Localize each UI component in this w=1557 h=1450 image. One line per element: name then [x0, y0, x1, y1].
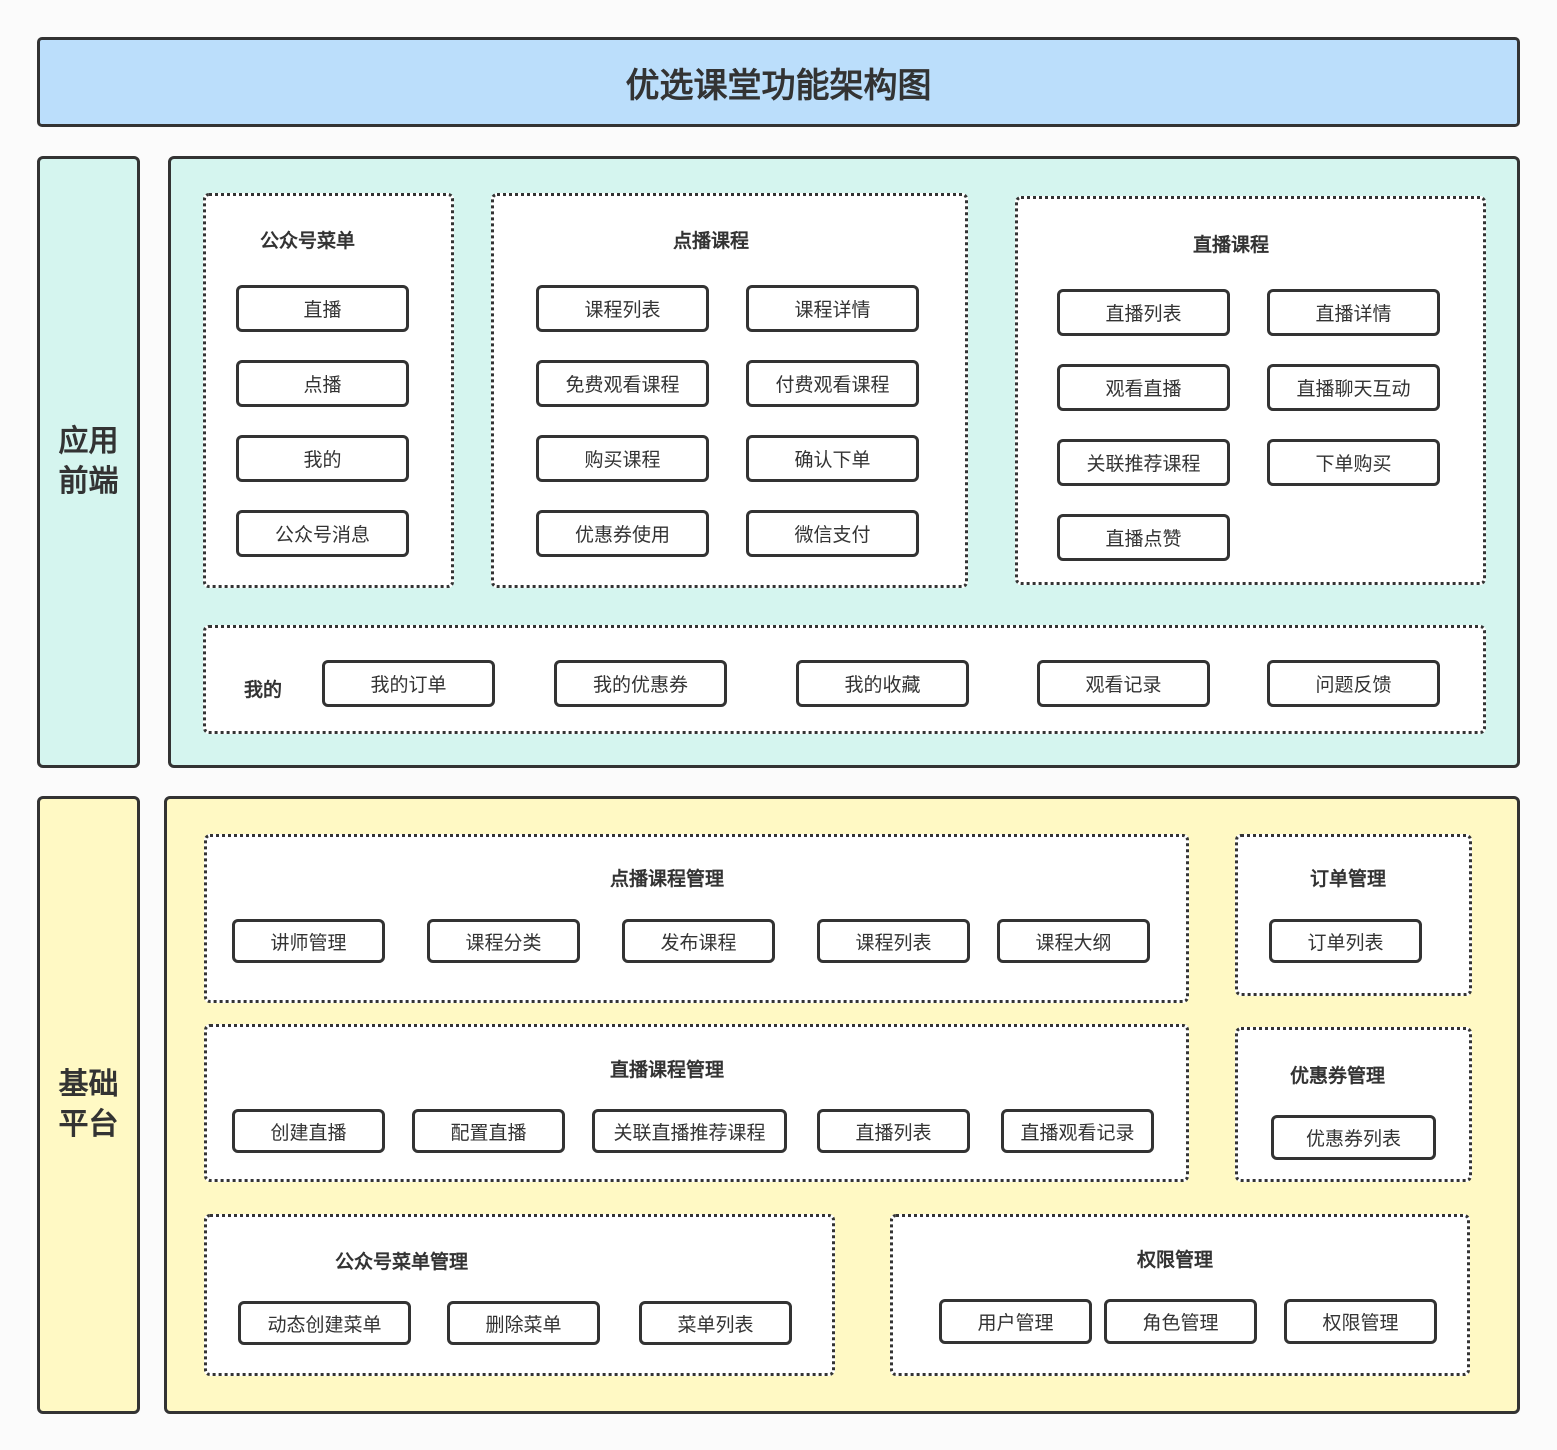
menu-mgmt-delete[interactable]: 删除菜单 — [447, 1301, 600, 1345]
mine-item-coupons[interactable]: 我的优惠券 — [554, 660, 727, 707]
group-title-vod-course: 点播课程 — [673, 230, 750, 252]
vod-mgmt-teachers[interactable]: 讲师管理 — [232, 919, 385, 963]
live-mgmt-create[interactable]: 创建直播 — [232, 1109, 385, 1153]
mine-item-feedback[interactable]: 问题反馈 — [1267, 660, 1440, 707]
live-mgmt-watch-records[interactable]: 直播观看记录 — [1001, 1109, 1154, 1153]
order-mgmt-list[interactable]: 订单列表 — [1269, 919, 1422, 963]
live-item-list[interactable]: 直播列表 — [1057, 289, 1230, 336]
group-menu-management — [204, 1214, 835, 1376]
live-mgmt-configure[interactable]: 配置直播 — [412, 1109, 565, 1153]
live-item-detail[interactable]: 直播详情 — [1267, 289, 1440, 336]
perm-mgmt-users[interactable]: 用户管理 — [939, 1299, 1092, 1344]
group-title-wechat-menu: 公众号菜单 — [260, 230, 356, 252]
live-mgmt-related-course[interactable]: 关联直播推荐课程 — [592, 1109, 787, 1153]
mine-item-orders[interactable]: 我的订单 — [322, 660, 495, 707]
menu-item-live[interactable]: 直播 — [236, 285, 409, 332]
vod-mgmt-categories[interactable]: 课程分类 — [427, 919, 580, 963]
live-item-order[interactable]: 下单购买 — [1267, 439, 1440, 486]
vod-item-paid-watch[interactable]: 付费观看课程 — [746, 360, 919, 407]
layer-label-platform: 基础平台 — [37, 796, 140, 1414]
live-item-chat[interactable]: 直播聊天互动 — [1267, 364, 1440, 411]
menu-mgmt-list[interactable]: 菜单列表 — [639, 1301, 792, 1345]
platform-label-text: 基础平台 — [58, 1067, 119, 1142]
vod-mgmt-course-list[interactable]: 课程列表 — [817, 919, 970, 963]
group-permission-management — [890, 1214, 1470, 1376]
vod-item-wechat-pay[interactable]: 微信支付 — [746, 510, 919, 557]
group-live-management — [204, 1024, 1189, 1182]
group-title-permission-management: 权限管理 — [1137, 1249, 1214, 1271]
live-item-like[interactable]: 直播点赞 — [1057, 514, 1230, 561]
frontend-label-text: 应用前端 — [58, 424, 119, 499]
perm-mgmt-roles[interactable]: 角色管理 — [1104, 1299, 1257, 1344]
mine-item-favorites[interactable]: 我的收藏 — [796, 660, 969, 707]
diagram-title: 优选课堂功能架构图 — [37, 37, 1520, 127]
vod-item-free-watch[interactable]: 免费观看课程 — [536, 360, 709, 407]
vod-mgmt-publish[interactable]: 发布课程 — [622, 919, 775, 963]
group-title-live-management: 直播课程管理 — [610, 1059, 725, 1081]
layer-label-frontend: 应用前端 — [37, 156, 140, 768]
live-mgmt-list[interactable]: 直播列表 — [817, 1109, 970, 1153]
live-item-watch[interactable]: 观看直播 — [1057, 364, 1230, 411]
menu-item-vod[interactable]: 点播 — [236, 360, 409, 407]
vod-item-confirm-order[interactable]: 确认下单 — [746, 435, 919, 482]
group-title-coupon-management: 优惠券管理 — [1290, 1065, 1386, 1087]
menu-item-messages[interactable]: 公众号消息 — [236, 510, 409, 557]
vod-mgmt-outline[interactable]: 课程大纲 — [997, 919, 1150, 963]
menu-item-mine[interactable]: 我的 — [236, 435, 409, 482]
group-title-menu-management: 公众号菜单管理 — [335, 1251, 469, 1273]
group-vod-management — [204, 834, 1189, 1003]
perm-mgmt-permissions[interactable]: 权限管理 — [1284, 1299, 1437, 1344]
group-title-vod-management: 点播课程管理 — [610, 868, 725, 890]
group-title-mine: 我的 — [244, 679, 283, 701]
group-title-live-course: 直播课程 — [1193, 234, 1270, 256]
live-item-related-course[interactable]: 关联推荐课程 — [1057, 439, 1230, 486]
mine-item-watch-history[interactable]: 观看记录 — [1037, 660, 1210, 707]
vod-item-course-detail[interactable]: 课程详情 — [746, 285, 919, 332]
coupon-mgmt-list[interactable]: 优惠券列表 — [1271, 1115, 1436, 1160]
group-order-management — [1235, 834, 1472, 996]
vod-item-use-coupon[interactable]: 优惠券使用 — [536, 510, 709, 557]
vod-item-buy-course[interactable]: 购买课程 — [536, 435, 709, 482]
group-title-order-management: 订单管理 — [1310, 868, 1387, 890]
vod-item-course-list[interactable]: 课程列表 — [536, 285, 709, 332]
menu-mgmt-create[interactable]: 动态创建菜单 — [238, 1301, 411, 1345]
